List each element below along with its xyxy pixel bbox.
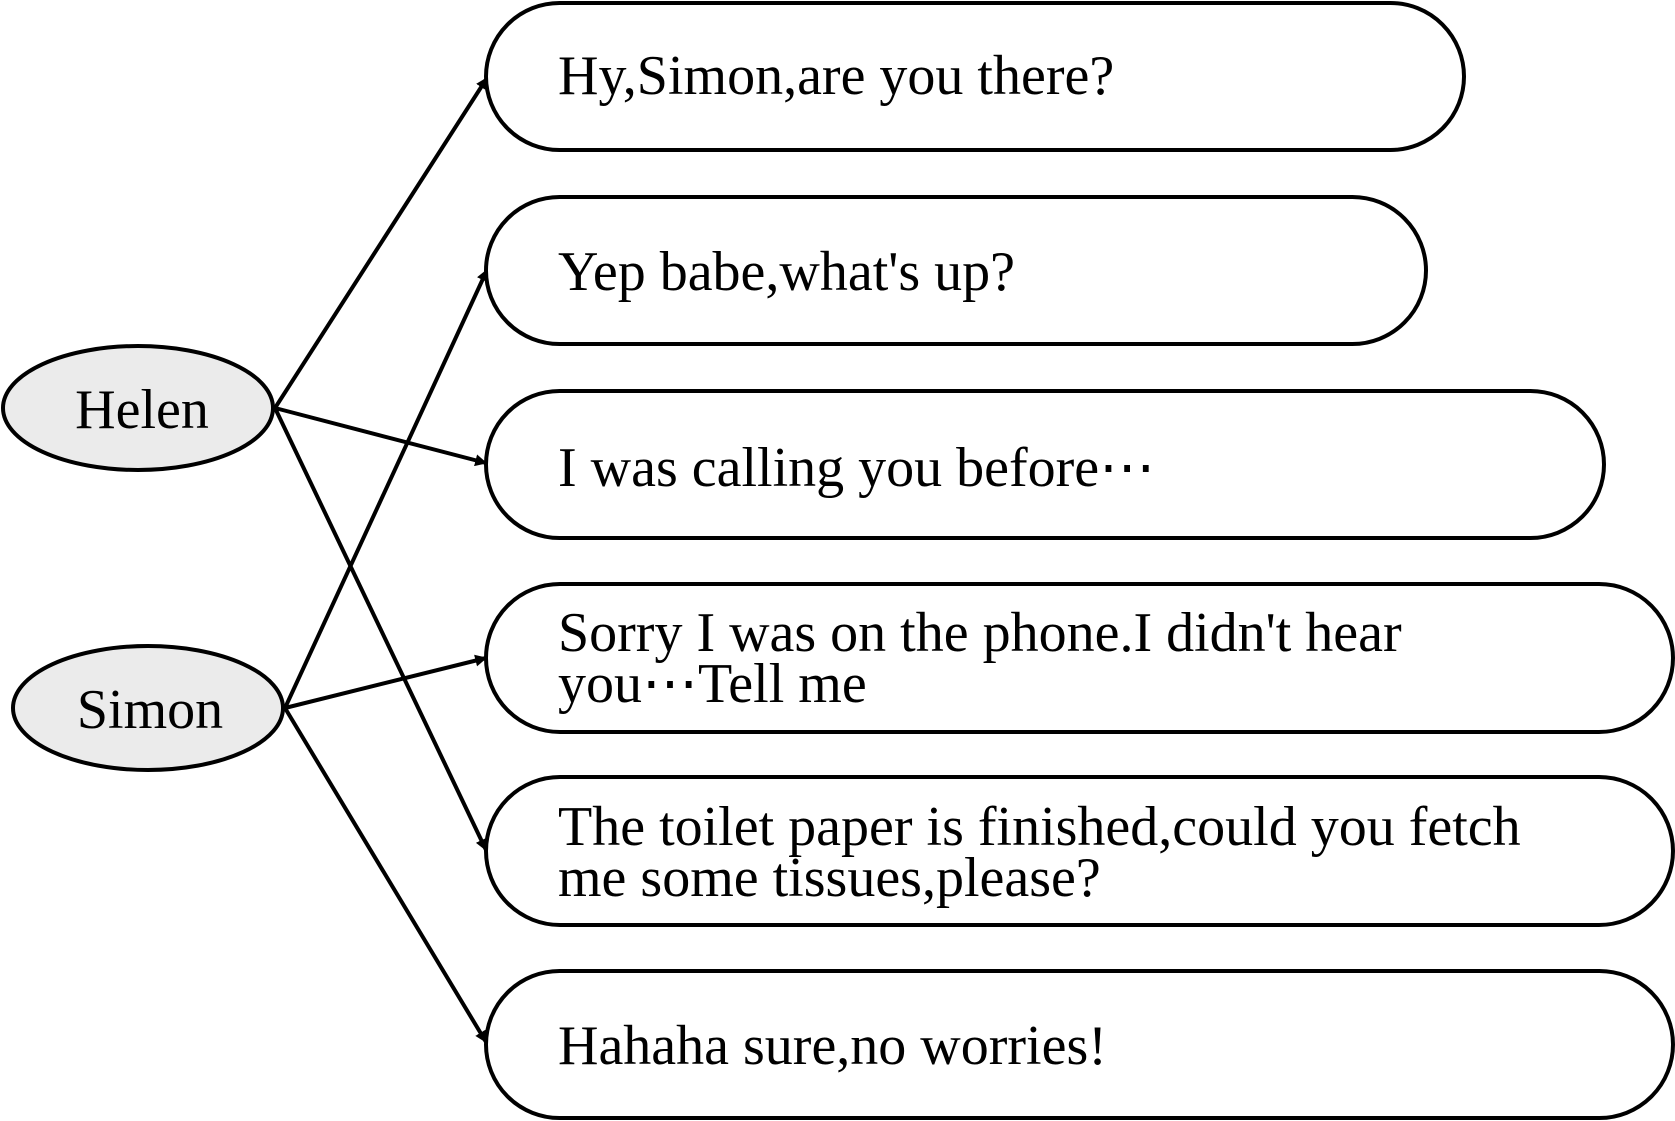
arrow-helen-to-message-5 [273, 407, 488, 852]
speaker-ellipse-helen [1, 344, 275, 472]
speaker-label-simon: Simon [77, 679, 223, 741]
message-4-line-1: Sorry I was on the phone.I didn't hear [558, 602, 1402, 664]
arrow-helen-to-message-3 [274, 406, 488, 467]
arrow-simon-to-message-2 [283, 268, 489, 709]
message-bubble-4: Sorry I was on the phone.I didn't hear y… [484, 582, 1675, 734]
speaker-node-simon: Simon [11, 644, 285, 772]
speaker-ellipse-simon [11, 644, 285, 772]
message-bubble-1: Hy,Simon,are you there? [484, 1, 1466, 152]
bubble-shape-4 [484, 582, 1675, 734]
message-bubble-6: Hahaha sure,no worries! [484, 969, 1675, 1120]
message-3-line-1: I was calling you before⋯ [558, 437, 1155, 499]
bubble-shape-6 [484, 969, 1675, 1120]
message-5-line-1: The toilet paper is finished,could you f… [558, 796, 1521, 858]
edge-layer [273, 76, 489, 1044]
arrow-simon-to-message-6 [283, 706, 488, 1044]
arrow-simon-to-message-4 [284, 654, 488, 710]
speaker-node-helen: Helen [1, 344, 275, 472]
message-2-line-1: Yep babe,what's up? [558, 241, 1015, 303]
message-bubble-2: Yep babe,what's up? [484, 195, 1428, 346]
bubble-shape-2 [484, 195, 1428, 346]
message-6-line-1: Hahaha sure,no worries! [558, 1015, 1107, 1077]
speaker-label-helen: Helen [75, 379, 209, 441]
message-bubble-5: The toilet paper is finished,could you f… [484, 775, 1675, 927]
bubble-shape-1 [484, 1, 1466, 152]
message-bubble-3: I was calling you before⋯ [484, 389, 1606, 540]
bubble-shape-5 [484, 775, 1675, 927]
message-4-line-2: you⋯Tell me [558, 653, 867, 715]
message-1-line-1: Hy,Simon,are you there? [558, 45, 1114, 107]
bubble-shape-3 [484, 389, 1606, 540]
arrow-helen-to-message-1 [273, 76, 489, 410]
message-5-line-2: me some tissues,please? [558, 847, 1101, 909]
